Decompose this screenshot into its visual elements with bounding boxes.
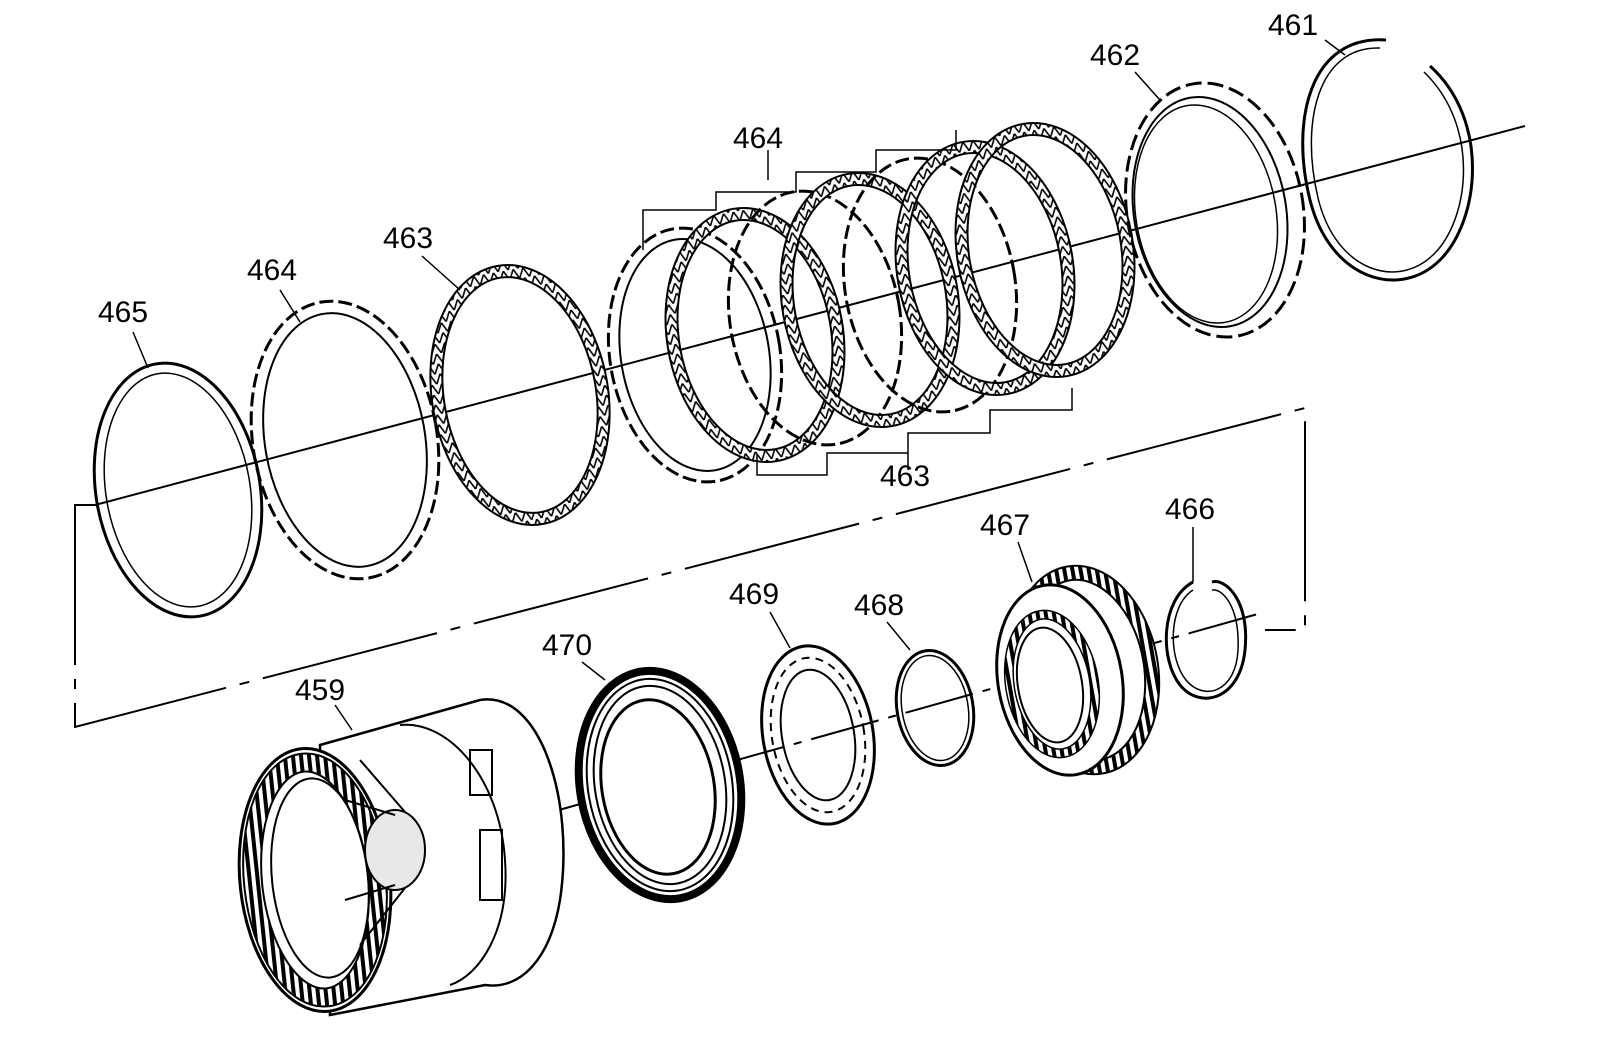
bracket-464-top bbox=[642, 130, 957, 250]
part-466-snap-ring bbox=[1164, 580, 1248, 700]
callout-464-left: 464 bbox=[247, 254, 297, 287]
leader-lines bbox=[132, 39, 1346, 731]
part-469-spring bbox=[760, 644, 876, 826]
part-465-plate bbox=[92, 361, 264, 619]
part-467-gear-hub bbox=[995, 564, 1161, 777]
callout-461: 461 bbox=[1268, 9, 1318, 42]
clutch-pack-stack bbox=[606, 122, 1136, 484]
callout-470: 470 bbox=[542, 629, 592, 662]
callout-466: 466 bbox=[1165, 493, 1215, 526]
part-464-steel-plate bbox=[249, 299, 441, 581]
callout-463-pack: 463 bbox=[880, 460, 930, 493]
callout-459: 459 bbox=[295, 674, 345, 707]
callout-467: 467 bbox=[980, 509, 1030, 542]
part-461-snap-ring bbox=[1301, 38, 1474, 282]
part-462-backing-plate bbox=[1124, 81, 1306, 339]
callout-462: 462 bbox=[1090, 39, 1140, 72]
part-459-clutch-housing bbox=[237, 698, 565, 1017]
alignment-bracket bbox=[74, 406, 1306, 729]
part-468-seal-ring bbox=[894, 649, 976, 767]
callout-465: 465 bbox=[98, 296, 148, 329]
upper-centerline bbox=[94, 125, 1526, 506]
bracket-463-bottom bbox=[756, 388, 1073, 476]
callout-468: 468 bbox=[854, 589, 904, 622]
callout-464-pack: 464 bbox=[733, 122, 783, 155]
part-470-piston bbox=[574, 666, 746, 904]
callout-463-left: 463 bbox=[383, 222, 433, 255]
part-463-friction-plate bbox=[429, 264, 611, 526]
callout-469: 469 bbox=[729, 578, 779, 611]
